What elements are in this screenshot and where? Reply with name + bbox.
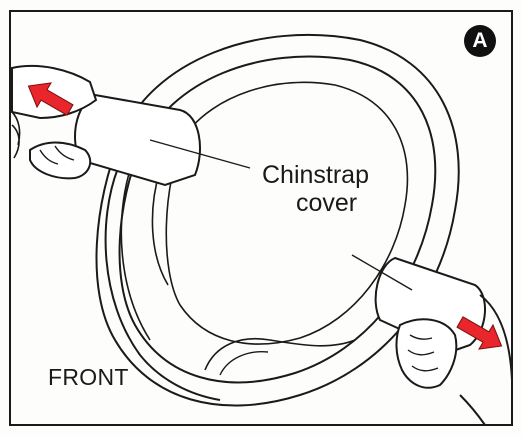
callout-line-1: Chinstrap	[262, 161, 369, 189]
callout-pointer-left	[149, 139, 251, 169]
front-orientation-label: FRONT	[48, 364, 129, 390]
chinstrap-cover-label: Chinstrap cover	[262, 163, 369, 216]
callout-pointer-right	[351, 254, 413, 291]
left-hand-fingers	[29, 141, 92, 180]
helmet-left-strap	[104, 167, 221, 401]
helmet-bottom-pad-2	[219, 351, 269, 376]
right-arm	[459, 294, 513, 426]
left-hand-knuckles	[39, 145, 75, 165]
left-hand	[11, 65, 98, 120]
pull-arrow-right	[456, 316, 503, 350]
step-badge: A	[464, 25, 496, 57]
helmet-padding	[165, 81, 409, 345]
chinstrap-cover-left	[74, 93, 201, 187]
pull-arrow-left	[27, 82, 74, 116]
helmet-bottom-pad	[204, 338, 356, 371]
left-sleeve-cuff	[11, 111, 21, 159]
callout-line-2: cover	[296, 189, 358, 217]
diagram-border	[9, 10, 513, 426]
helmet-left-strap-inner	[120, 169, 151, 341]
right-hand-knuckles	[407, 334, 439, 372]
